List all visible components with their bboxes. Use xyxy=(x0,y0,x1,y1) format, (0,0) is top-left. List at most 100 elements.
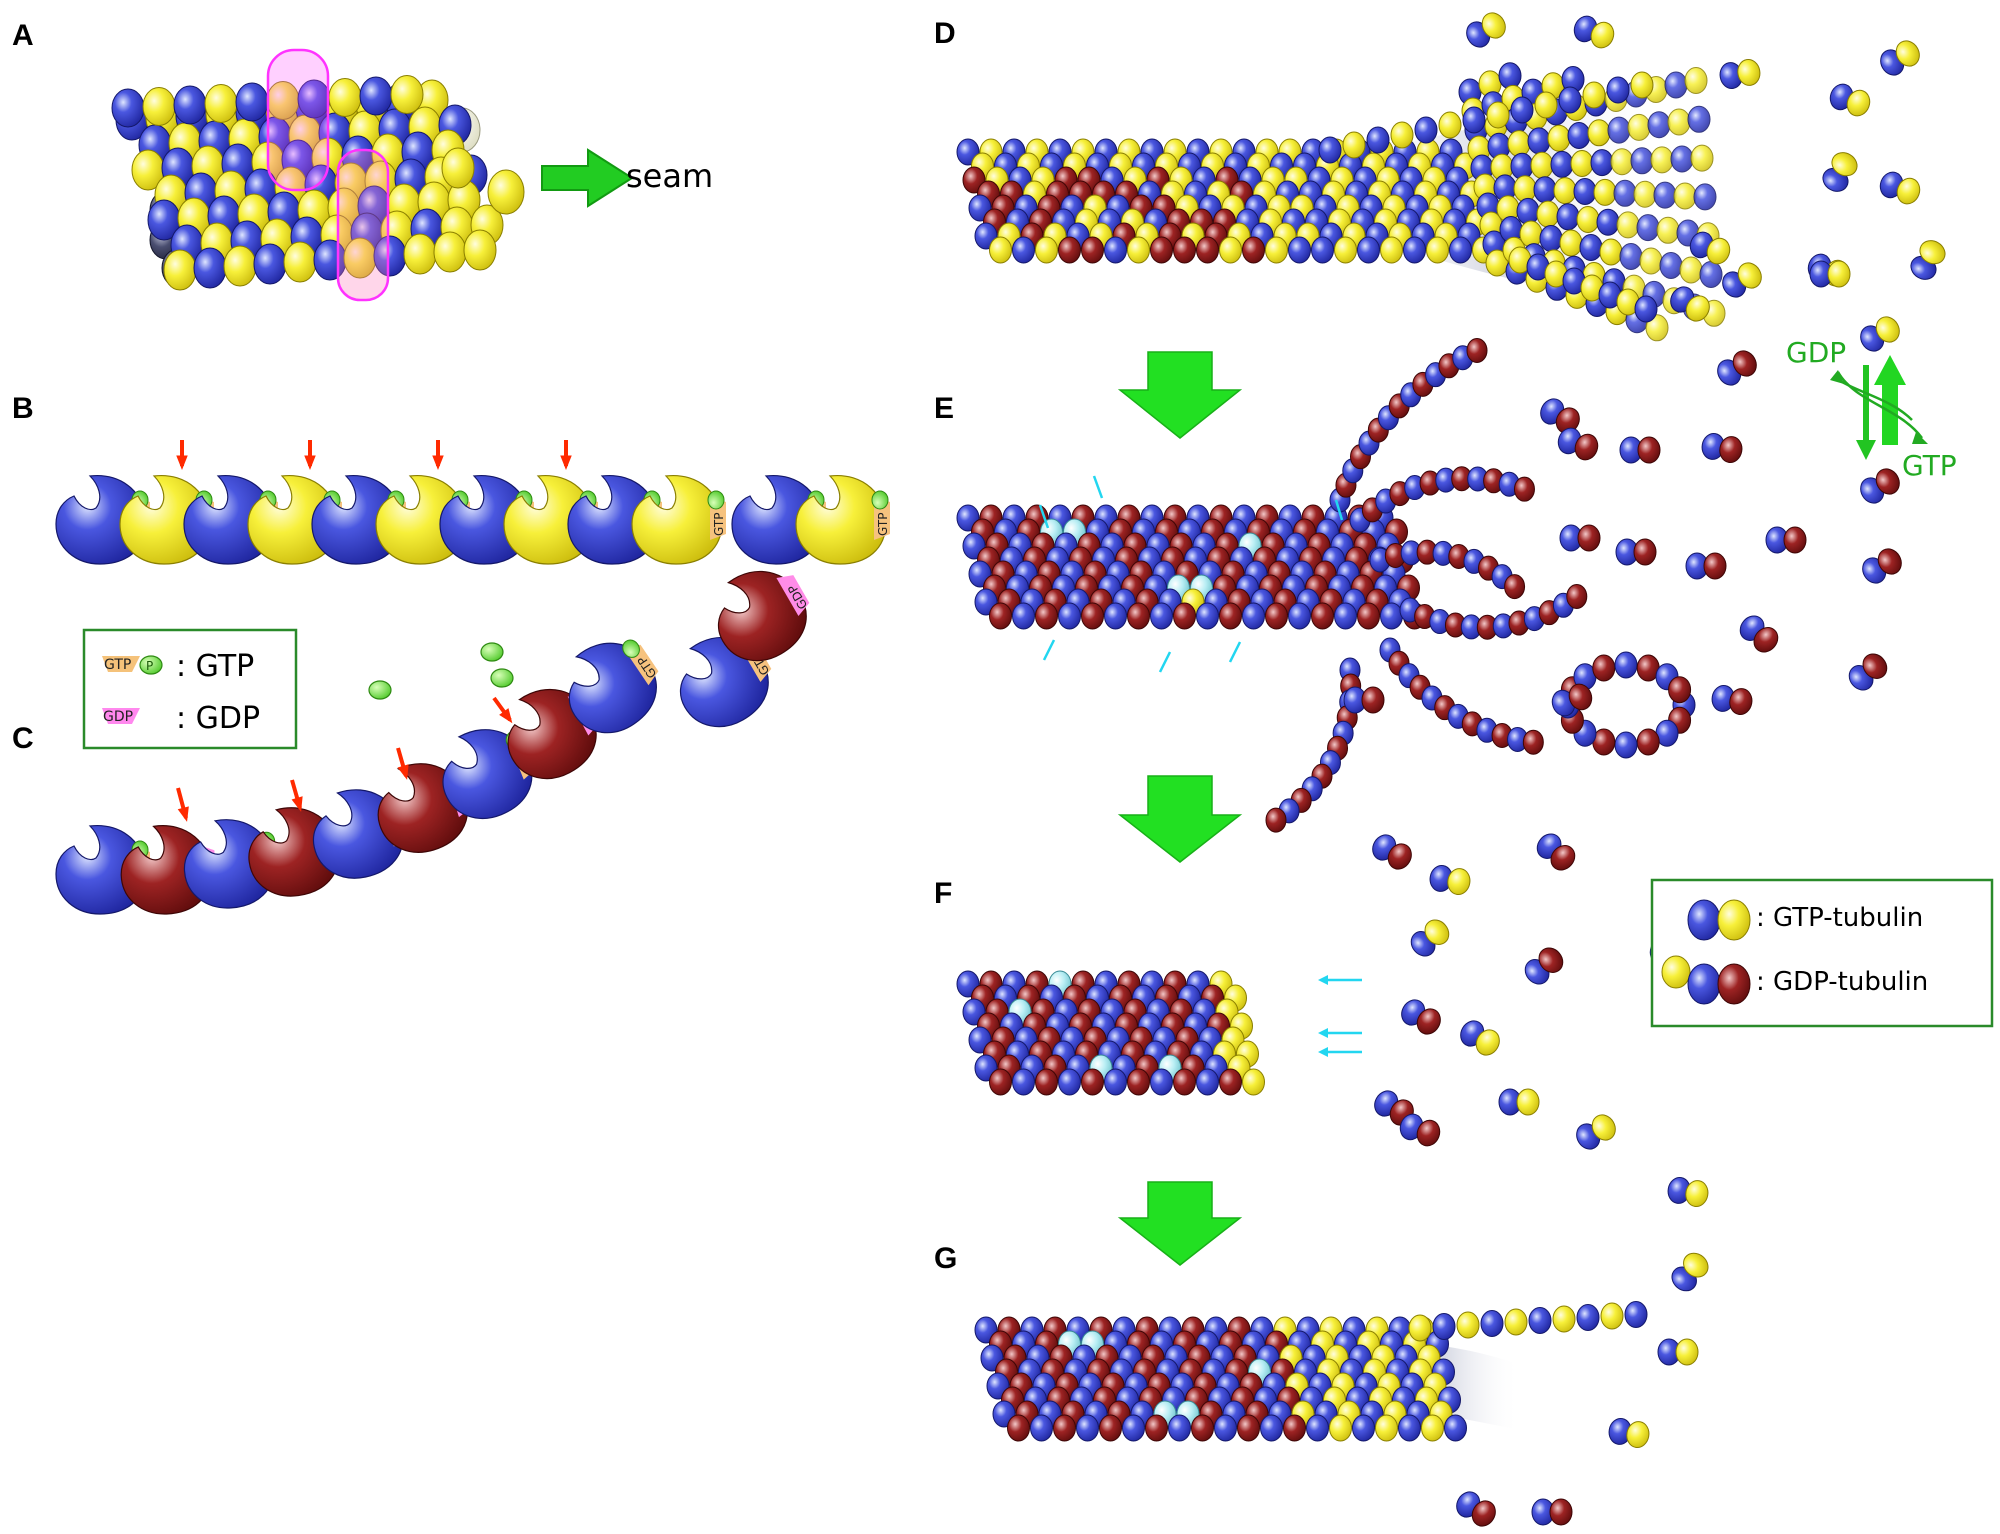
panel-label-a: A xyxy=(12,19,34,52)
beta-tubulin-gtp-subunit xyxy=(1645,314,1669,342)
free-gdp-tubulin-dimer xyxy=(1701,432,1743,464)
alpha-tubulin-subunit xyxy=(359,76,393,116)
beta-tubulin-gdp-subunit xyxy=(1173,1068,1196,1096)
beta-tubulin-gtp-subunit xyxy=(1679,256,1703,284)
beta-tubulin-gtp-subunit xyxy=(1536,200,1560,228)
beta-tubulin-gtp-subunit xyxy=(1390,121,1414,149)
alpha-tubulin-subunit xyxy=(1596,208,1620,236)
beta-tubulin-gtp-subunit xyxy=(1530,151,1554,179)
beta-tubulin-gdp-subunit xyxy=(1265,602,1288,630)
beta-tubulin-gtp-subunit xyxy=(1737,262,1762,289)
hydrolysis-arrowhead-icon xyxy=(432,455,444,470)
beta-tubulin-gdp-subunit xyxy=(1466,337,1488,363)
alpha-tubulin-subunit xyxy=(1576,1304,1600,1331)
alpha-tubulin-subunit xyxy=(1150,602,1173,630)
beta-tubulin-gdp-subunit xyxy=(1550,845,1576,871)
legend-gdp-tubulin-label: : GDP-tubulin xyxy=(1756,967,1928,997)
beta-tubulin-gdp-subunit xyxy=(1053,1414,1076,1442)
beta-tubulin-gdp-subunit xyxy=(1311,602,1334,630)
alpha-tubulin-subunit xyxy=(1516,197,1540,225)
legend-gdp-label: : GDP xyxy=(176,701,260,736)
beta-tubulin-gdp-subunit xyxy=(1150,236,1173,264)
beta-tubulin-gtp-subunit xyxy=(1919,240,1946,265)
beta-tubulin-gtp: GTP xyxy=(795,475,890,565)
alpha-tubulin-subunit xyxy=(1510,152,1534,180)
panel-label-c: C xyxy=(12,722,34,755)
free-gdp-tubulin-dimer xyxy=(1615,538,1657,566)
alpha-tubulin-subunit xyxy=(1539,225,1563,252)
beta-tubulin-gdp-subunit xyxy=(1242,236,1265,264)
beta-tubulin-gtp-subunit xyxy=(1831,152,1858,177)
beta-tubulin-gtp-subunit xyxy=(1342,131,1366,159)
gdp-tag-icon xyxy=(102,708,140,724)
alpha-tubulin-subunit xyxy=(1288,236,1311,264)
free-gdp-tubulin-dimer xyxy=(1372,834,1412,870)
exchange-down-arrow-icon xyxy=(1856,440,1876,460)
panel-label-b: B xyxy=(12,392,34,425)
beta-tubulin-gtp-subunit xyxy=(142,87,176,126)
beta-tubulin-gtp-subunit xyxy=(463,229,497,271)
beta-tubulin-gtp-subunit xyxy=(1219,236,1242,264)
alpha-tubulin-subunit xyxy=(1510,96,1534,124)
free-gdp-tubulin-dimer xyxy=(1551,683,1593,717)
gtp-tag-text: GTP xyxy=(712,513,726,536)
beta-tubulin-gtp-subunit xyxy=(1481,12,1506,39)
beta-tubulin-gdp-subunit xyxy=(1081,602,1104,630)
alpha-tubulin-subunit xyxy=(1357,236,1380,264)
alpha-tubulin-subunit xyxy=(1573,178,1597,205)
beta-tubulin-gtp-subunit xyxy=(1265,236,1288,264)
beta-tubulin-gtp-subunit xyxy=(1576,206,1600,233)
beta-tubulin-gdp-subunit xyxy=(1668,676,1692,704)
free-gdp-tubulin-dimer xyxy=(1739,615,1779,653)
beta-tubulin-gtp-subunit xyxy=(1516,1088,1540,1116)
beta-tubulin-gdp-subunit xyxy=(1127,1068,1150,1096)
beta-tubulin-gtp-subunit xyxy=(989,236,1012,264)
beta-tubulin-gtp-subunit xyxy=(1438,111,1462,139)
free-gtp-tubulin-dimer xyxy=(1657,1338,1699,1366)
alpha-tubulin-subunit xyxy=(1693,183,1717,211)
alpha-tubulin-subunit xyxy=(1104,1068,1127,1096)
free-gdp-tubulin-dimer xyxy=(1860,468,1900,504)
alpha-tubulin-subunit xyxy=(1352,1414,1375,1442)
alpha-tubulin-subunit xyxy=(1260,1414,1283,1442)
beta-tubulin-gtp-subunit xyxy=(1846,89,1871,117)
panel-label-f: F xyxy=(934,877,952,910)
beta-tubulin-gtp-subunit xyxy=(1684,67,1708,94)
free-gdp-tubulin-dimer xyxy=(1848,653,1888,691)
beta-tubulin-gdp-subunit xyxy=(1099,1414,1122,1442)
free-gtp-tubulin-dimer xyxy=(1809,260,1851,288)
alpha-tubulin-subunit xyxy=(1567,122,1591,149)
beta-tubulin-gdp-subunit xyxy=(1219,1068,1242,1096)
exchange-gdp-label: GDP xyxy=(1786,336,1846,369)
gtp-tag: GTP xyxy=(871,490,890,540)
alpha-tubulin-subunit xyxy=(1030,1414,1053,1442)
beta-tubulin-gtp-subunit xyxy=(328,78,362,117)
alpha-tubulin-subunit xyxy=(1012,602,1035,630)
beta-tubulin-gdp-subunit xyxy=(1035,602,1058,630)
free-gtp-tubulin-dimer xyxy=(1860,316,1900,352)
free-phosphate-icon xyxy=(480,642,504,662)
phosphate-icon xyxy=(139,655,163,675)
phosphate-icon xyxy=(707,490,725,510)
beta-tubulin-gtp-subunit xyxy=(1035,236,1058,264)
beta-tubulin-gtp-subunit xyxy=(1600,1302,1624,1330)
hydrolysis-arrowhead-icon xyxy=(499,708,513,724)
beta-tubulin-gtp-subunit xyxy=(1590,21,1615,49)
beta-tubulin-gtp-subunit xyxy=(1582,81,1606,109)
free-gtp-tubulin-dimer xyxy=(1667,1176,1709,1208)
gtp-remnant-arrow xyxy=(1092,475,1104,499)
beta-tubulin-gtp-subunit xyxy=(1656,216,1680,244)
beta-tubulin-gtp-subunit xyxy=(1627,113,1651,141)
beta-tubulin-gtp-subunit xyxy=(1547,124,1571,152)
beta-tubulin-gdp-subunit xyxy=(1058,236,1081,264)
alpha-tubulin-subunit xyxy=(1334,602,1357,630)
free-gdp-tubulin-dimer xyxy=(1717,350,1757,386)
alpha-tubulin-subunit xyxy=(1318,136,1342,164)
free-gdp-tubulin-dimer xyxy=(1685,552,1727,580)
beta-tubulin-gdp-subunit xyxy=(1637,436,1661,464)
free-gdp-tubulin-dimer xyxy=(1540,398,1580,434)
alpha-tubulin-subunit xyxy=(1012,1068,1035,1096)
panel-b-gtp-protofilament: GTPGTPGTPGTPGTPGTPGTPGTPGTPGTPGTPGTP xyxy=(55,440,890,565)
hydrolysis-arrowhead-icon xyxy=(304,455,316,470)
beta-tubulin-gtp-subunit xyxy=(1650,146,1674,174)
